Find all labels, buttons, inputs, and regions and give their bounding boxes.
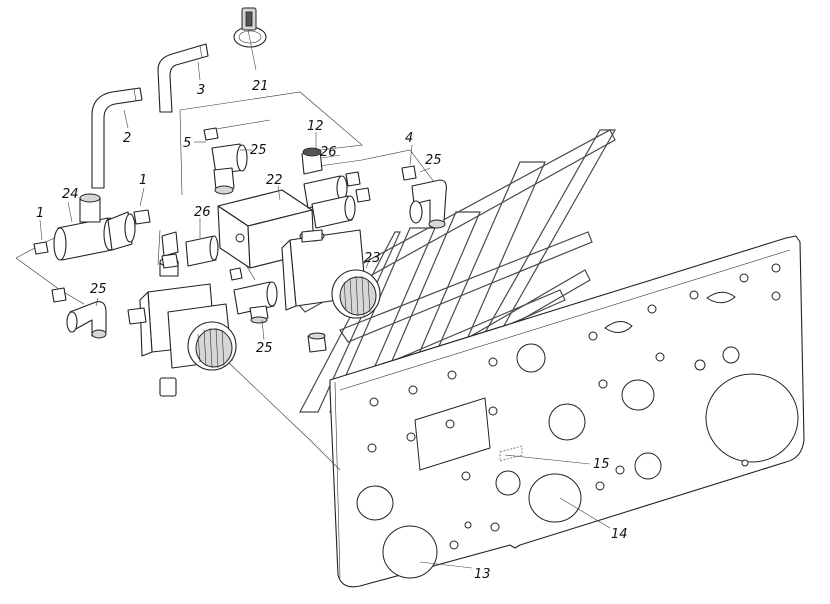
- panel-socket-hole: [528, 473, 582, 523]
- callout-labels: 21 3 2 5 25 12 26 4 25 1 24 22 1 26 23 2…: [36, 79, 628, 582]
- callout-26-left: 26: [194, 205, 211, 220]
- hose-2: [91, 87, 143, 189]
- callout-14: 14: [611, 527, 628, 542]
- callout-25-lower-center: 25: [256, 341, 273, 356]
- callout-21: 21: [252, 79, 269, 94]
- hose-3: [157, 43, 209, 113]
- callout-25-right: 25: [425, 153, 442, 168]
- callout-15: 15: [593, 457, 610, 472]
- callout-13: 13: [474, 567, 491, 582]
- elbow-fitting-25-top: [203, 127, 248, 195]
- fitting-12: [301, 147, 323, 175]
- hose-clamp-21: [233, 7, 267, 48]
- callout-25-top: 25: [250, 143, 267, 158]
- assembly-lines: [15, 91, 441, 471]
- callout-22: 22: [266, 173, 283, 188]
- panel-rect-cutout: [414, 397, 491, 471]
- callout-25-lower-left: 25: [90, 282, 107, 297]
- instrument-panel: [329, 235, 805, 588]
- callout-1-left: 1: [36, 206, 44, 221]
- callout-3: 3: [197, 83, 205, 98]
- straight-fitting-26-left: [161, 231, 219, 269]
- panel-large-hole: [705, 373, 799, 463]
- panel-socket-hole: [382, 525, 438, 579]
- callout-12: 12: [307, 119, 324, 134]
- callout-1-upper: 1: [139, 173, 147, 188]
- callout-23: 23: [364, 251, 381, 266]
- callout-24: 24: [62, 187, 79, 202]
- callout-2: 2: [123, 131, 131, 146]
- straight-fitting-26-right: [303, 171, 371, 229]
- elbow-fitting-25-lower-center: [229, 267, 278, 324]
- plug-1-left: [33, 241, 49, 255]
- callout-5: 5: [183, 136, 191, 151]
- callout-26-right: 26: [320, 145, 337, 160]
- elbow-fitting-25-right: [401, 165, 447, 229]
- plug-1-upper: [133, 209, 151, 225]
- pressure-regulator-left: [127, 257, 237, 397]
- callout-4: 4: [405, 131, 413, 146]
- leader-lines: [39, 29, 611, 569]
- pressure-regulator-center: [281, 229, 381, 353]
- elbow-fitting-25-lower-left: [51, 287, 107, 339]
- tee-fitting-24: [53, 193, 136, 261]
